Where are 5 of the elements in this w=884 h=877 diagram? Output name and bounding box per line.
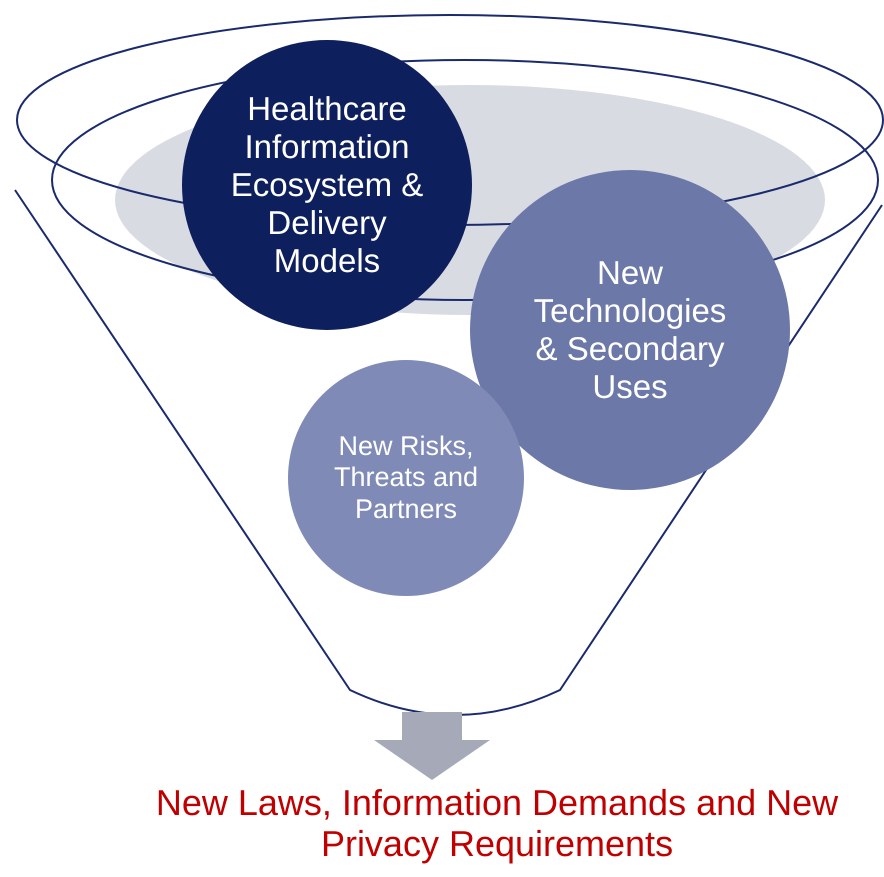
circle-label: Healthcare Information Ecosystem & Delivery Models bbox=[230, 90, 424, 280]
circle-label: New Technologies & Secondary Uses bbox=[532, 254, 728, 406]
outcome-text: New Laws, Information Demands and New Privacy Requirements bbox=[110, 782, 884, 865]
circle-label: New Risks, Threats and Partners bbox=[332, 431, 480, 525]
block-arrow bbox=[374, 712, 490, 780]
